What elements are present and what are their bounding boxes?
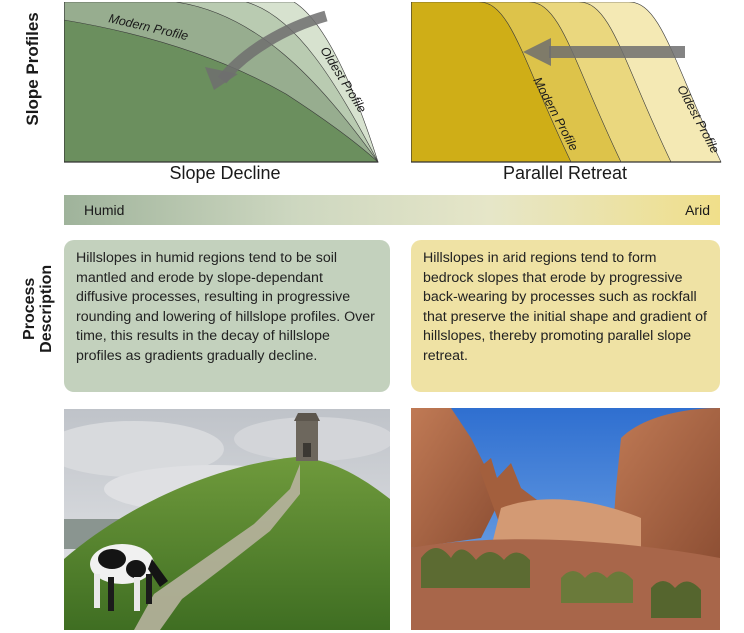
decline-frame [64, 2, 378, 163]
climate-gradient-bar: Humid Arid [64, 195, 720, 225]
slope-decline-caption: Slope Decline [169, 163, 281, 183]
retreat-profile-modern [411, 2, 572, 163]
slope-decline-diagram: Modern Profile Oldest Profile [64, 2, 379, 163]
tower-door [303, 443, 311, 457]
arid-canyon-photo [411, 408, 720, 630]
retreat-frame [411, 2, 721, 163]
shrubs [651, 581, 701, 618]
slope-profiles-label: Slope Profiles [23, 12, 43, 126]
parallel-retreat-diagram: Modern Profile Oldest Profile [411, 2, 722, 163]
process-description-label: Process Description [21, 259, 56, 359]
tor-tower [296, 419, 318, 461]
arid-label: Arid [685, 202, 710, 218]
retreat-arrowhead [523, 38, 551, 66]
process-label-line1: Process [21, 277, 39, 340]
arid-description-box: Hillslopes in arid regions tend to form … [411, 240, 720, 392]
shrubs [421, 548, 530, 588]
cloud [64, 421, 224, 477]
humid-description-box: Hillslopes in humid regions tend to be s… [64, 240, 390, 392]
humid-hillslope-photo [64, 409, 390, 630]
stone-steps [134, 464, 300, 630]
decline-arrowhead [205, 67, 238, 90]
retreat-arrow-shaft [549, 46, 685, 58]
decline-profile-modern [64, 19, 379, 163]
parallel-retreat-caption: Parallel Retreat [502, 163, 628, 183]
cow [90, 544, 168, 611]
left-cliff [411, 408, 501, 548]
decline-arrow [217, 10, 328, 84]
mid-rocks [491, 499, 641, 548]
process-label-line2: Description [38, 264, 55, 353]
shrubs [561, 571, 633, 603]
tor-tower-top [294, 413, 320, 421]
humid-label: Humid [84, 202, 125, 218]
